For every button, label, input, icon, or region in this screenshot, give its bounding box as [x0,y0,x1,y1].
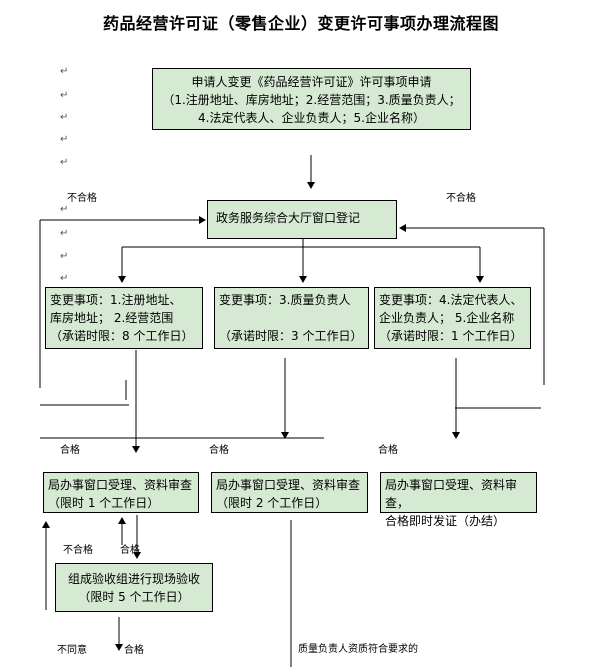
label-pass-last: 合格 [124,645,144,656]
change-1-line-2: 库房地址； 2.经营范围 [50,311,174,325]
para-mark: ↵ [60,90,69,101]
apply-line-2: （1.注册地址、库房地址；2.经营范围；3.质量负责人； [162,93,461,107]
review-box-1: 局办事窗口受理、资料审查 （限时 1 个工作日） [43,472,199,513]
para-mark: ↵ [60,134,69,145]
change-box-2: 变更事项：3.质量负责人 （承诺时限：3 个工作日） [214,287,369,349]
apply-box: 申请人变更《药品经营许可证》许可事项申请 （1.注册地址、库房地址；2.经营范围… [152,68,471,130]
change-3-line-2: 企业负责人； 5.企业名称 [379,311,515,325]
review-box-2: 局办事窗口受理、资料审查 （限时 2 个工作日） [211,472,368,513]
review-2-line-1: 局办事窗口受理、资料审查 [216,478,361,492]
review-1-line-2: （限时 1 个工作日） [48,496,160,510]
label-quality-note: 质量负责人资质符合要求的 [298,644,418,655]
change-3-line-1: 变更事项：4.法定代表人、 [379,293,523,307]
label-fail-right: 不合格 [446,193,476,204]
para-mark: ↵ [60,273,69,284]
change-box-1: 变更事项：1.注册地址、 库房地址； 2.经营范围 （承诺时限：8 个工作日） [45,287,203,349]
apply-line-3: 4.法定代表人、企业负责人；5.企业名称） [198,111,425,125]
para-mark: ↵ [60,66,69,77]
change-3-line-3: （承诺时限：1 个工作日） [379,329,523,343]
change-box-3: 变更事项：4.法定代表人、 企业负责人； 5.企业名称 （承诺时限：1 个工作日… [374,287,531,349]
review-2-line-2: （限时 2 个工作日） [216,496,328,510]
para-mark: ↵ [60,157,69,168]
inspection-line-1: 组成验收组进行现场验收 [67,572,200,586]
label-disagree: 不同意 [57,645,87,656]
review-1-line-1: 局办事窗口受理、资料审查 [48,478,193,492]
label-pass-2: 合格 [209,445,229,456]
label-pass-1: 合格 [60,445,80,456]
inspection-line-2: （限时 5 个工作日） [78,590,190,604]
change-1-line-3: （承诺时限：8 个工作日） [50,329,194,343]
change-2-line-1: 变更事项：3.质量负责人 [219,293,351,307]
para-mark: ↵ [60,251,69,262]
label-pass-3: 合格 [378,445,398,456]
label-fail-left: 不合格 [67,193,97,204]
review-box-3: 局办事窗口受理、资料审查， 合格即时发证（办结） [380,472,537,528]
label-pass-bottom: 合格 [120,545,140,556]
register-text: 政务服务综合大厅窗口登记 [216,211,361,225]
change-1-line-1: 变更事项：1.注册地址、 [50,293,182,307]
para-mark: ↵ [60,112,69,123]
inspection-box: 组成验收组进行现场验收 （限时 5 个工作日） [55,563,213,612]
para-mark: ↵ [60,204,69,215]
review-3-line-2: 合格即时发证（办结） [385,514,506,528]
change-2-line-2 [219,309,364,327]
para-mark: ↵ [60,228,69,239]
page-title: 药品经营许可证（零售企业）变更许可事项办理流程图 [102,14,499,33]
apply-line-1: 申请人变更《药品经营许可证》许可事项申请 [191,75,432,89]
label-fail-bottom: 不合格 [63,545,93,556]
change-2-line-3: （承诺时限：3 个工作日） [219,329,363,343]
review-3-line-1: 局办事窗口受理、资料审查， [385,478,518,510]
register-box: 政务服务综合大厅窗口登记 [207,200,397,239]
